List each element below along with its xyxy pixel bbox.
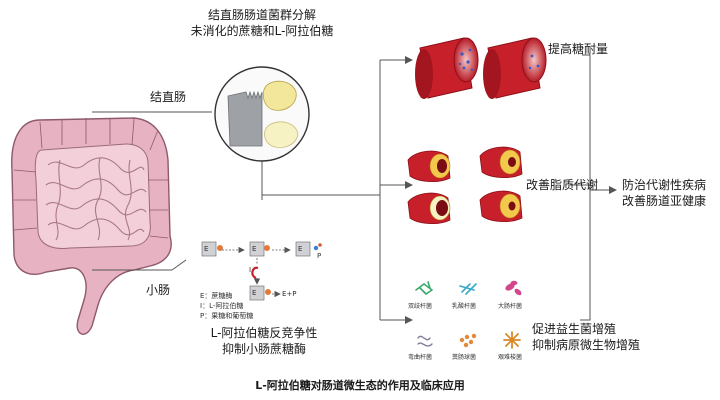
enzyme-e-4: E: [252, 289, 257, 297]
lipid-metabolism-label: 改善脂质代谢: [526, 178, 599, 192]
connector-lines: [92, 54, 617, 324]
small-intestine-elbow-line: [171, 259, 187, 271]
vessel-2: [483, 37, 547, 99]
bacteria-label-bifido: 双歧杆菌: [408, 303, 433, 310]
small-intestine-label: 小肠: [146, 283, 171, 297]
colon-label: 结直肠: [150, 90, 187, 104]
bacteria-label-campylo: 弯曲杆菌: [408, 354, 433, 361]
arabinose-blob-2: [264, 121, 299, 148]
figure-caption: L-阿拉伯糖对肠道微生态的作用及临床应用: [255, 379, 465, 392]
enzyme-inhibit-line-2: 抑制小肠蔗糖酶: [221, 342, 306, 356]
bacteria-label-lacto: 乳酸杆菌: [452, 303, 477, 310]
bacteria-icons: [415, 280, 522, 349]
decomposition-circle: [214, 66, 310, 162]
plaque-vessel-2: [479, 146, 523, 178]
enzyme-e-2: E: [252, 245, 257, 253]
glucose-tolerance-label: 提高糖耐量: [548, 42, 609, 56]
bacteria-label-ecoli: 大肠杆菌: [498, 303, 523, 310]
enzyme-e-1: E: [204, 245, 209, 253]
clostridium-icon: [503, 331, 521, 349]
plaque-vessel-3: [407, 192, 451, 224]
enterococcus-icon: [459, 333, 477, 348]
enzyme-plus-product: E+P: [282, 290, 297, 298]
campylobacter-icon: [417, 335, 433, 347]
plaque-vessel-1: [407, 150, 451, 182]
probiotic-line-1: 促进益生菌增殖: [532, 322, 617, 336]
enzyme-schematic: [201, 241, 322, 301]
legend-inhibitor: I：L-阿拉伯糖: [200, 302, 244, 310]
probiotic-line-2: 抑制病原微生物增殖: [532, 338, 641, 352]
prevention-line-2: 改善肠道亚健康: [622, 194, 707, 208]
bacteria-label-entero: 粪肠球菌: [452, 354, 477, 361]
intestine-illustration: [11, 117, 172, 335]
colon-decomp-line-1: 结直肠肠道菌群分解: [207, 8, 316, 22]
lactobacillus-icon: [459, 283, 477, 295]
vessel-illustrations: [407, 37, 547, 224]
product-p: P: [317, 252, 322, 260]
plaque-vessel-4: [479, 190, 523, 222]
right-bracket-line: [580, 54, 591, 321]
enzyme-e-3: E: [298, 245, 303, 253]
colon-decomp-line-2: 未消化的蔗糖和L-阿拉伯糖: [190, 24, 334, 38]
sucrose-block: [227, 90, 263, 147]
prevention-line-1: 防治代谢性疾病: [622, 178, 707, 192]
inhibitor-i: I: [249, 266, 252, 274]
enzyme-inhibit-line-1: L-阿拉伯糖反竞争性: [210, 326, 318, 340]
bacteria-label-clostridium: 艰难梭菌: [498, 354, 523, 361]
legend-enzyme: E：蔗糖酶: [200, 292, 233, 300]
arabinose-blob-1: [262, 80, 297, 111]
vessel-1: [415, 37, 479, 99]
bifidobacterium-icon: [415, 281, 433, 295]
legend-product: P：果糖和葡萄糖: [200, 312, 254, 320]
ecoli-icon: [505, 280, 522, 296]
